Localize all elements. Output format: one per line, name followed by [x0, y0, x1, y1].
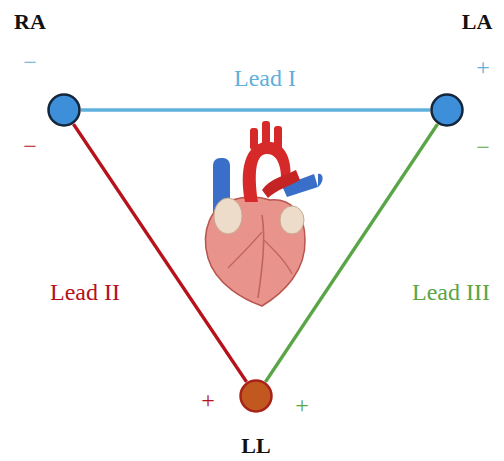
- electrode-label: LL: [241, 435, 270, 457]
- polarity-sign: −: [23, 134, 37, 158]
- electrode-circle: [430, 93, 464, 127]
- polarity-sign: −: [23, 50, 37, 74]
- electrode-label: RA: [14, 11, 46, 33]
- lead-label: Lead III: [412, 280, 490, 304]
- electrode-circle: [239, 379, 273, 413]
- polarity-sign: +: [476, 55, 490, 79]
- lead-label: Lead II: [50, 280, 120, 304]
- electrode-node: RA: [47, 93, 81, 127]
- lead-i-line: [81, 108, 430, 112]
- polarity-sign: +: [295, 393, 309, 417]
- electrode-node: LA: [430, 93, 464, 127]
- polarity-sign: −: [476, 135, 490, 159]
- lead-ii-line: [73, 124, 246, 382]
- electrode-node: LL: [239, 379, 273, 413]
- electrode-circle: [47, 93, 81, 127]
- polarity-sign: +: [201, 388, 215, 412]
- lead-iii-line: [265, 124, 437, 382]
- lead-label: Lead I: [234, 66, 296, 90]
- electrode-label: LA: [462, 11, 493, 33]
